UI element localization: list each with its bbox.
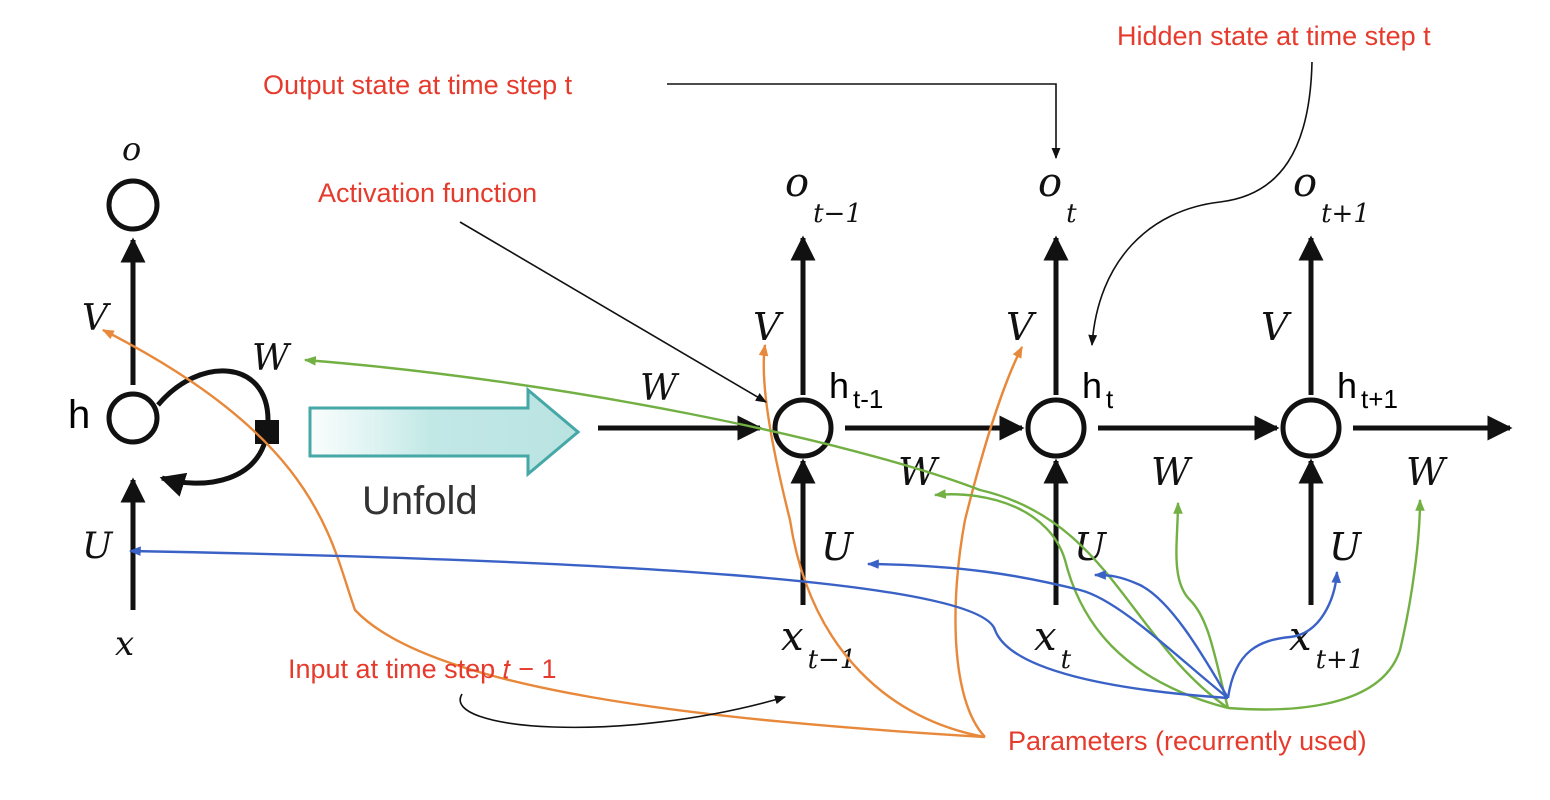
W-curve-step3 [1227,498,1425,711]
folded-output-label: o [122,130,141,168]
step3-hidden-label-base: h [1337,365,1357,406]
step3-output-label-base: o [1293,160,1317,206]
step2-W-label: W [1151,450,1193,494]
folded-output-node [106,178,160,232]
output-state-pointer [667,83,1061,160]
step1-hidden-label-subscript: t-1 [853,384,883,414]
output-state-annotation: Output state at time step t [263,70,573,100]
U-curve-step3 [1226,570,1342,699]
folded-input-label: x [115,624,134,664]
step1-V-label: V [753,305,784,349]
unfold-arrow-shape [308,386,581,478]
folded-W-label: W [252,338,292,379]
folded-U-label: U [82,526,114,567]
parameter-curves [101,328,1425,739]
step1-hidden-label-base: h [829,365,849,406]
activation-pointer [459,221,767,403]
step3-output-label: ot+1 [1293,160,1370,229]
step1-output-label-subscript: t−1 [813,199,862,229]
unfold-label: Unfold [362,479,478,523]
step2-input-label-subscript: t [1061,645,1072,675]
step2-hidden-label-base: h [1082,365,1102,406]
step3-output-label-subscript: t+1 [1321,199,1370,229]
step1-output-label-base: o [785,160,809,206]
step2-input-label-base: x [1034,614,1057,660]
step1-input-label-base: x [781,614,804,660]
step1-hidden-node [772,397,834,459]
U-curve-step2 [1093,570,1230,699]
step3-hidden-node [1280,397,1342,459]
activation-annotation: Activation function [318,178,537,208]
U-curve-step1 [866,559,1229,699]
incoming-W-label: W [640,368,680,409]
step3-hidden-label-subscript: t+1 [1361,384,1398,414]
folded-delay-square [255,420,279,444]
step2-output-label-base: o [1038,160,1062,206]
step3-input-label-subscript: t+1 [1316,645,1365,675]
step2-V-label: V [1006,305,1037,349]
step2-output-label-subscript: t [1066,199,1077,229]
W-curve-folded [303,356,1229,709]
step1-W-label: W [898,450,940,494]
V-curve-step2 [954,345,1024,738]
U-curve-folded [128,546,1229,700]
folded-hidden-label: h [68,393,90,437]
step2-hidden-node [1025,397,1087,459]
step3-input-label-base: x [1289,614,1312,660]
step3-U-label: U [1329,525,1363,569]
step3-V-label: V [1261,305,1292,349]
hidden-state-annotation: Hidden state at time step t [1117,21,1431,51]
step2-output-label: ot [1038,160,1077,229]
folded-rnn: o V h W U x [68,130,292,664]
hidden-state-pointer [1088,61,1313,347]
step2-U-label: U [1074,525,1108,569]
step2-hidden-label-subscript: t [1106,384,1114,414]
step3-W-label: W [1406,450,1448,494]
input-step-annotation: Input at time step 𝑡 − 1 [288,654,557,684]
step1-output-label: ot−1 [785,160,862,229]
input-step-pointer [459,693,787,729]
V-curve-folded [101,328,986,739]
W-curve-step2 [1173,501,1230,709]
W-curve-step1 [933,489,1229,710]
unfold-arrow: Unfold [308,386,581,523]
step1-U-label: U [821,525,855,569]
parameters-annotation: Parameters (recurrently used) [1008,726,1367,756]
folded-recurrent-loop [156,368,271,497]
annotations: Hidden state at time step t Output state… [263,21,1431,756]
folded-hidden-node [106,391,160,445]
